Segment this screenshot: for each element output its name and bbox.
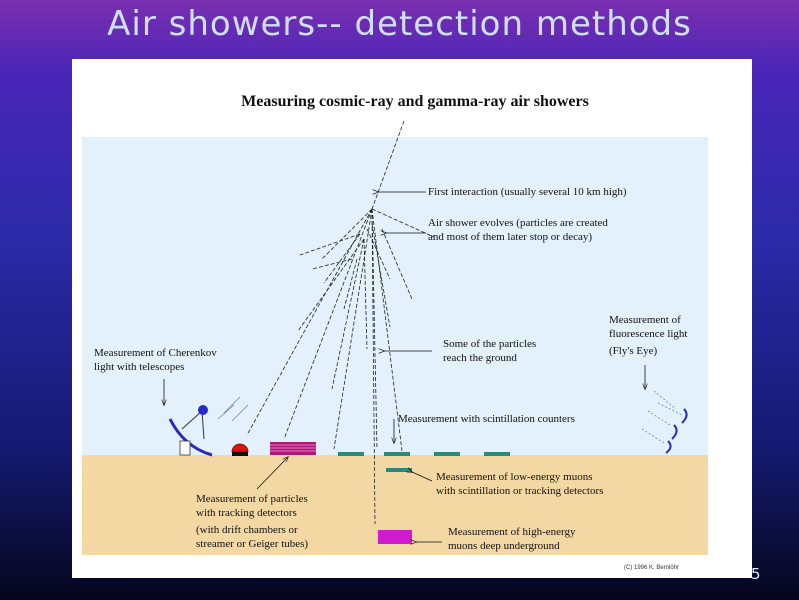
label-cherenkov-line1: Measurement of Cherenkov: [94, 347, 217, 359]
slide-title: Air showers-- detection methods: [107, 4, 692, 44]
label-high-energy-muons-line1: Measurement of high-energy: [448, 526, 576, 538]
label-shower-evolves-line1: Air shower evolves (particles are create…: [428, 217, 608, 229]
cherenkov-telescope: [168, 405, 213, 457]
sky-region: [82, 137, 708, 455]
underground-muon-detector: [378, 530, 412, 544]
cherenkov-light-rays: [217, 396, 249, 422]
label-fluorescence-line2: fluorescence light: [609, 328, 688, 340]
telescope-support: [179, 440, 191, 456]
fluorescence-light-rays: [641, 390, 683, 444]
figure-title: Measuring cosmic-ray and gamma-ray air s…: [241, 93, 589, 110]
annotation-arrows: [164, 192, 645, 542]
label-low-energy-muons-line1: Measurement of low-energy muons: [436, 471, 593, 483]
label-scintillation-counters: Measurement with scintillation counters: [398, 413, 575, 425]
copyright-notice: (C) 1996 K. Bernlöhr: [624, 565, 679, 571]
label-tracking-line3: (with drift chambers or: [196, 524, 298, 536]
label-low-energy-muons-line2: with scintillation or tracking detectors: [436, 485, 603, 497]
air-shower-diagram: Measuring cosmic-ray and gamma-ray air s…: [72, 59, 752, 578]
low-energy-muon-detector: [386, 468, 412, 472]
label-shower-evolves-line2: and most of them later stop or decay): [428, 231, 592, 243]
telescope-camera: [198, 405, 208, 415]
diagram-canvas: Measuring cosmic-ray and gamma-ray air s…: [82, 93, 708, 571]
flys-eye-detectors: [665, 408, 688, 454]
label-tracking-line1: Measurement of particles: [196, 493, 308, 505]
label-cherenkov-line2: light with telescopes: [94, 361, 184, 373]
page-number: 5: [751, 565, 761, 583]
label-fluorescence-line1: Measurement of: [609, 314, 681, 326]
label-first-interaction: First interaction (usually several 10 km…: [428, 186, 627, 198]
label-fluorescence-line3: (Fly's Eye): [609, 345, 657, 357]
label-tracking-line4: streamer or Geiger tubes): [196, 538, 308, 550]
scintillation-counters: [338, 452, 510, 456]
red-detector: [231, 443, 249, 456]
label-high-energy-muons-line2: muons deep underground: [448, 540, 560, 552]
label-tracking-line2: with tracking detectors: [196, 507, 297, 519]
label-reach-ground-line2: reach the ground: [443, 352, 517, 364]
shower-particle-tracks: [246, 120, 435, 525]
label-reach-ground-line1: Some of the particles: [443, 338, 536, 350]
tracking-detector-stack: [270, 442, 316, 455]
